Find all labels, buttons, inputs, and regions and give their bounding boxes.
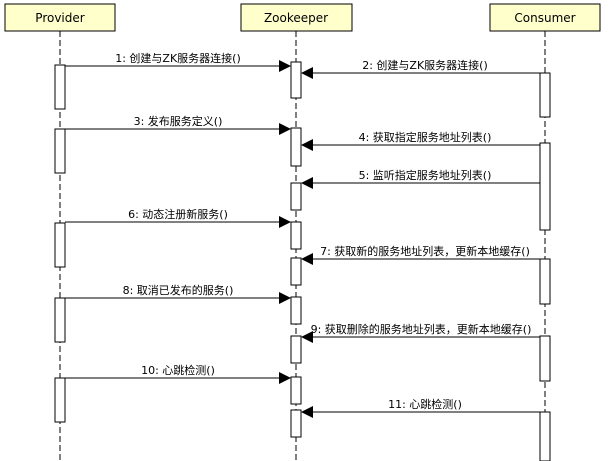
- provider-activation: [54, 128, 66, 174]
- participant-zookeeper-label: Zookeeper: [264, 11, 328, 25]
- provider-activation: [54, 64, 66, 110]
- message-1: 1: 创建与ZK服务器连接(): [65, 51, 291, 72]
- message-7: 7: 获取新的服务地址列表，更新本地缓存(): [301, 244, 540, 265]
- message-label: 6: 动态注册新服务(): [128, 207, 228, 221]
- message-3: 3: 发布服务定义(): [65, 114, 291, 135]
- zookeeper-activation: [290, 221, 302, 250]
- provider-activation: [54, 297, 66, 343]
- message-4: 4: 获取指定服务地址列表(): [301, 130, 540, 151]
- zookeeper-activation: [290, 335, 302, 364]
- consumer-activation: [539, 72, 551, 118]
- zookeeper-activation: [290, 409, 302, 438]
- message-label: 5: 监听指定服务地址列表(): [359, 168, 492, 182]
- message-11: 11: 心跳检测(): [301, 397, 540, 418]
- provider-activation: [54, 222, 66, 268]
- message-label: 8: 取消已发布的服务(): [123, 283, 234, 297]
- zookeeper-activation: [290, 296, 302, 325]
- message-label: 9: 获取删除的服务地址列表，更新本地缓存(): [311, 322, 532, 336]
- zookeeper-activation: [290, 182, 302, 211]
- participant-consumer: Consumer: [489, 3, 601, 32]
- consumer-activation: [539, 258, 551, 305]
- message-label: 7: 获取新的服务地址列表，更新本地缓存(): [320, 244, 530, 258]
- message-label: 1: 创建与ZK服务器连接(): [115, 51, 241, 65]
- participant-provider-label: Provider: [35, 11, 84, 25]
- message-label: 10: 心跳检测(): [141, 363, 215, 377]
- participant-zookeeper: Zookeeper: [240, 3, 353, 32]
- message-label: 2: 创建与ZK服务器连接(): [362, 58, 488, 72]
- message-2: 2: 创建与ZK服务器连接(): [301, 58, 540, 79]
- zookeeper-activation: [290, 376, 302, 405]
- zookeeper-activation: [290, 61, 302, 99]
- participant-consumer-label: Consumer: [514, 11, 575, 25]
- zookeeper-activation: [290, 127, 302, 167]
- message-6: 6: 动态注册新服务(): [65, 207, 291, 228]
- message-10: 10: 心跳检测(): [65, 363, 291, 384]
- zookeeper-activation: [290, 257, 302, 286]
- message-8: 8: 取消已发布的服务(): [65, 283, 291, 304]
- participant-provider: Provider: [4, 3, 116, 32]
- message-label: 4: 获取指定服务地址列表(): [359, 130, 492, 144]
- consumer-activation: [539, 411, 551, 461]
- message-5: 5: 监听指定服务地址列表(): [301, 168, 540, 189]
- consumer-activation: [539, 142, 551, 231]
- consumer-activation: [539, 335, 551, 382]
- message-9: 9: 获取删除的服务地址列表，更新本地缓存(): [301, 322, 540, 343]
- message-label: 11: 心跳检测(): [388, 397, 462, 411]
- provider-activation: [54, 377, 66, 423]
- message-label: 3: 发布服务定义(): [134, 114, 223, 128]
